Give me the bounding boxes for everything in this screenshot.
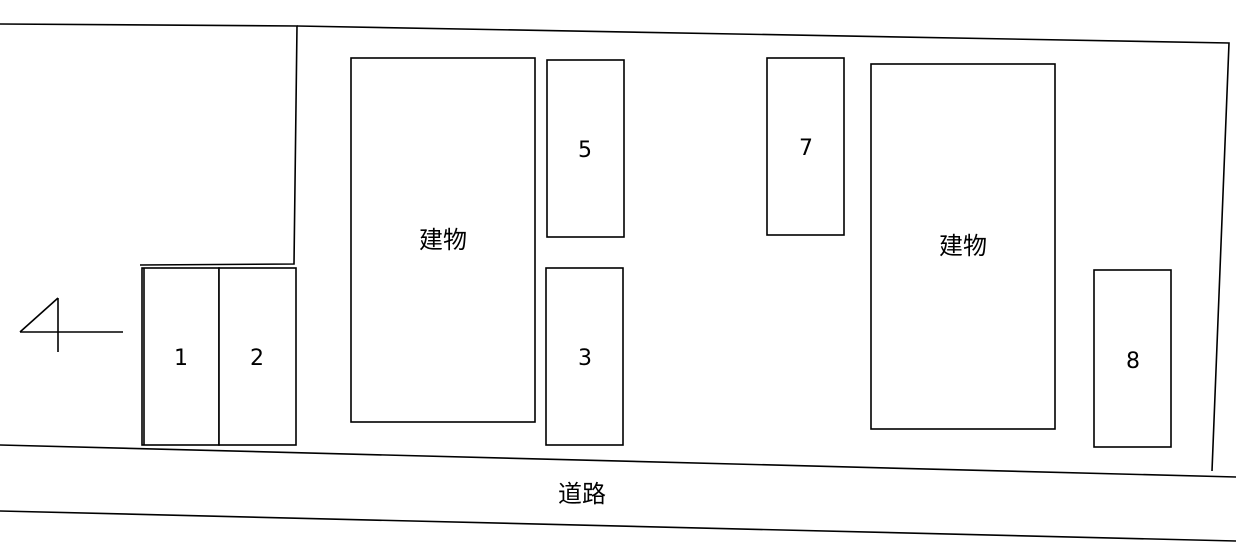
parking-space-label: 7 <box>799 136 813 161</box>
parking-space-8: 8 <box>1093 269 1172 448</box>
parking-space-label: 5 <box>578 138 592 163</box>
road-label: 道路 <box>558 480 606 508</box>
road-edge-top <box>0 444 1236 478</box>
parking-space-1: 1 <box>141 267 220 446</box>
parking-space-label: 8 <box>1126 349 1140 374</box>
north-arrow-icon <box>19 297 123 352</box>
parking-space-label: 2 <box>250 346 264 371</box>
parking-space-label: 3 <box>578 346 592 371</box>
parking-space-5: 5 <box>546 59 625 238</box>
parking-space-3: 3 <box>545 267 624 446</box>
road-edge-bottom <box>0 510 1236 542</box>
building-left: 建物 <box>350 57 536 423</box>
building-right: 建物 <box>870 63 1056 430</box>
building-label: 建物 <box>419 226 467 254</box>
lot-boundary <box>296 25 1230 472</box>
left-lot-boundary <box>0 23 298 266</box>
parking-space-2: 2 <box>218 267 297 446</box>
building-label: 建物 <box>939 232 987 260</box>
parking-space-7: 7 <box>766 57 845 236</box>
parking-space-label: 1 <box>174 346 188 371</box>
